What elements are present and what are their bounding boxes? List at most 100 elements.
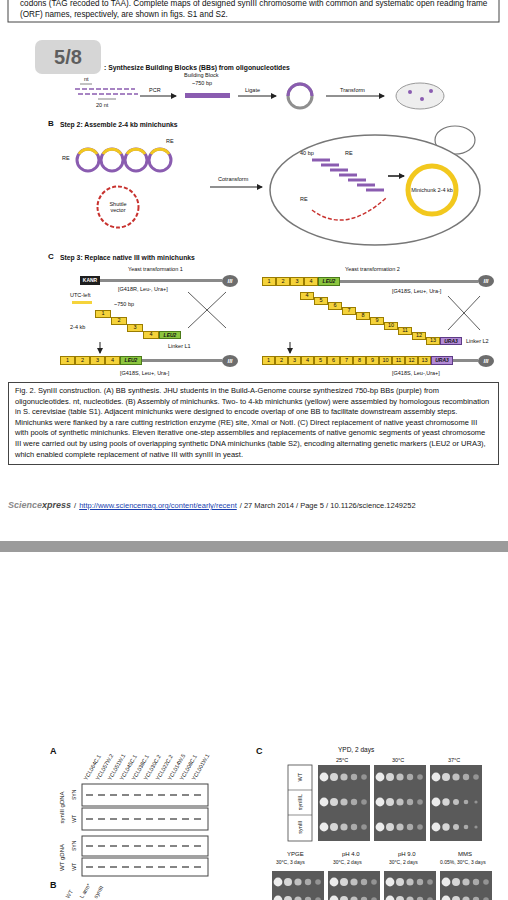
node-text: KANR xyxy=(83,278,97,283)
node-text: LEU2 xyxy=(125,358,138,363)
rotated-label: synIII xyxy=(297,821,303,834)
yeast-spot xyxy=(350,896,357,900)
node-text: 3 xyxy=(293,358,296,364)
figure-label: Cotransform xyxy=(218,176,248,182)
yeast-spot xyxy=(407,774,413,780)
figure-label: Step 3: Replace native III with minichun… xyxy=(60,254,195,262)
yeast-spot xyxy=(371,879,377,885)
minichunk-segment: 4 xyxy=(143,331,159,339)
yeast-spot xyxy=(396,773,403,780)
yeast-spot xyxy=(274,896,283,900)
figure-label: B xyxy=(50,880,57,890)
pcr-arrow xyxy=(140,96,176,97)
node-text: 6 xyxy=(332,358,335,364)
plate-panel xyxy=(272,871,324,900)
yeast-spot xyxy=(284,878,292,886)
gel-band xyxy=(182,866,189,867)
figure-label: pH 9.0 xyxy=(398,851,416,858)
gel-box xyxy=(82,808,208,830)
yeast-spot xyxy=(462,896,469,900)
node-text: 5 xyxy=(319,298,322,304)
node-text: 4 xyxy=(111,358,114,364)
marker-box: LEU2 xyxy=(318,277,340,286)
figure-label: UTC-left xyxy=(70,292,90,298)
bb-segment xyxy=(366,189,384,192)
bb-segment xyxy=(312,159,330,162)
minichunk-segment: 12 xyxy=(412,332,426,340)
node-text: 8 xyxy=(358,358,361,364)
plate-panel xyxy=(374,765,426,841)
node-text: 7 xyxy=(345,358,348,364)
caption-box: Fig. 2. SynIII construction. (A) BB synt… xyxy=(8,382,499,465)
yeast-spot xyxy=(453,799,459,805)
yeast-spot xyxy=(407,799,413,805)
vector-circle xyxy=(98,187,139,228)
marker-box: URA3 xyxy=(440,337,462,345)
figure-label: 25°C xyxy=(336,757,348,763)
yeast-spot xyxy=(315,897,321,900)
plate-panel xyxy=(318,765,370,841)
chromosome-bar xyxy=(142,359,222,362)
minichunk-segment: 7 xyxy=(342,307,356,315)
result-arrow xyxy=(100,342,101,353)
yeast-spot xyxy=(305,897,311,900)
yeast-spot xyxy=(315,879,321,885)
minichunk-segment: 6 xyxy=(328,302,342,310)
minichunk-segment: 4 xyxy=(300,292,314,300)
minichunk-segment: 11 xyxy=(392,356,405,365)
strain-divider xyxy=(288,815,312,816)
gel-band xyxy=(158,866,165,867)
rotated-label: WT gDNA xyxy=(59,843,66,870)
bb-plasmid xyxy=(125,149,147,171)
marker-box: LEU2 xyxy=(120,356,142,365)
gel-band xyxy=(134,845,141,846)
nt-bracket xyxy=(98,99,116,100)
rotated-label: SYN xyxy=(72,790,78,800)
gel-band xyxy=(158,845,165,846)
yeast-spot xyxy=(442,773,450,781)
gel-band xyxy=(98,794,105,795)
figure-label: RE xyxy=(166,138,174,144)
colony xyxy=(408,90,412,94)
text-frame xyxy=(8,0,499,22)
minichunk-segment: 3 xyxy=(127,324,143,332)
minichunk-segment: 6 xyxy=(327,356,340,365)
rotated-label: WT xyxy=(65,889,75,900)
bb-segment xyxy=(348,179,366,182)
minichunk-segment: 9 xyxy=(366,356,379,365)
rotated-label: WT xyxy=(297,773,303,782)
gel-band xyxy=(110,794,117,795)
shuttle-vector-circle: Shuttle vector xyxy=(96,185,140,229)
figure-label: [G418R, Leu-, Ura+] xyxy=(118,286,168,292)
yeast-spot xyxy=(351,799,357,805)
minichunk-segment: 4 xyxy=(105,356,120,365)
figure-label: nt xyxy=(84,76,89,82)
yeast-spot xyxy=(376,798,385,807)
node-text: 3 xyxy=(133,325,136,331)
ligate-arrow xyxy=(238,96,276,97)
node-text: 9 xyxy=(371,358,374,364)
recombination-cross xyxy=(448,296,480,330)
node-text: 12 xyxy=(408,358,414,364)
plate-panel xyxy=(430,765,482,841)
yeast-spot xyxy=(474,825,477,828)
minichunk-segment: 7 xyxy=(340,356,353,365)
node-text: 2 xyxy=(81,358,84,364)
node-text: 4 xyxy=(306,358,309,364)
minichunk-segment: 3 xyxy=(90,356,105,365)
yeast-spot xyxy=(396,878,404,886)
chromosome-bar xyxy=(340,280,478,283)
node-text: 5/8 xyxy=(54,47,82,67)
recombination-cross xyxy=(188,292,226,328)
centromere-oval: III xyxy=(222,355,238,367)
figure-label: 2-4 kb xyxy=(70,324,85,330)
footer-text: Science xyxy=(8,500,42,510)
node-text: 2 xyxy=(281,279,284,285)
node-text: 11 xyxy=(396,358,402,364)
yeast-spot xyxy=(473,774,479,780)
yeast-spot xyxy=(483,879,489,885)
bb-plasmid xyxy=(101,149,123,171)
figure-label: Yeast transformation 2 xyxy=(345,266,400,272)
gel-box xyxy=(82,784,208,806)
